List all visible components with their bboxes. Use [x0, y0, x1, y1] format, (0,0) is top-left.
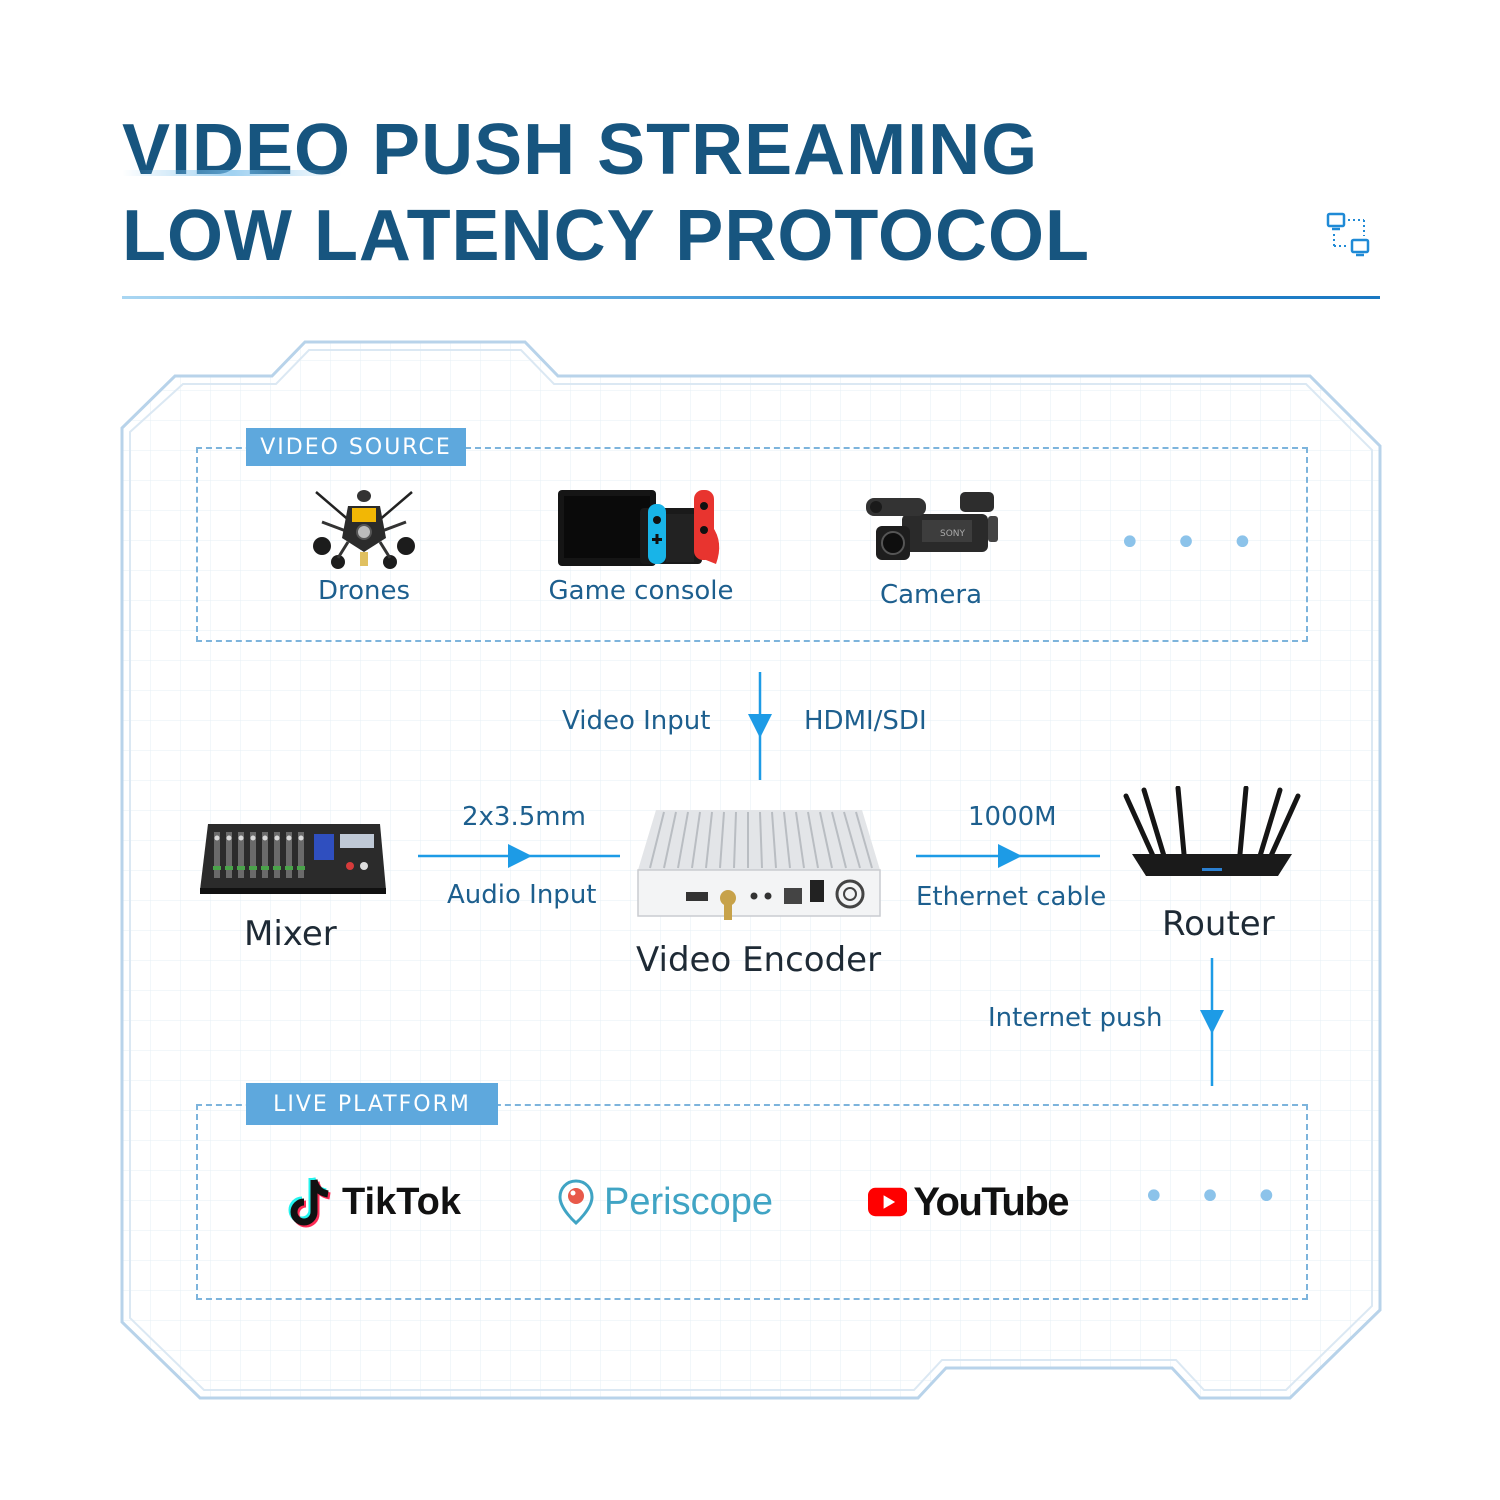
audio-input-label: Audio Input	[447, 880, 597, 910]
network-computers-icon	[1322, 210, 1374, 264]
audio-connector-label: 2x3.5mm	[462, 802, 586, 832]
camcorder-icon: SONY	[862, 486, 1002, 572]
tiktok-text: TikTok	[342, 1180, 461, 1223]
live-platform-box	[196, 1104, 1308, 1300]
title-line-2: LOW LATENCY PROTOCOL	[122, 196, 1090, 276]
youtube-logo: YouTube	[868, 1172, 1069, 1232]
video-input-arrow	[748, 672, 772, 780]
drones-label: Drones	[317, 576, 411, 606]
router-icon	[1118, 785, 1306, 882]
periscope-text: Periscope	[604, 1180, 773, 1223]
game-console-icon	[556, 486, 728, 568]
game-console-label: Game console	[548, 576, 734, 606]
camera-label: Camera	[879, 580, 983, 610]
tiktok-note-icon	[288, 1177, 331, 1228]
live-platform-tag: LIVE PLATFORM	[246, 1083, 498, 1125]
more-sources-indicator: • • •	[1118, 520, 1265, 566]
audio-input-arrow	[418, 844, 620, 868]
mixer-label: Mixer	[244, 914, 337, 954]
ethernet-arrow	[916, 844, 1100, 868]
internet-push-arrow	[1200, 958, 1224, 1086]
video-encoder-label: Video Encoder	[636, 940, 882, 980]
youtube-play-icon	[868, 1187, 908, 1217]
video-source-box	[196, 447, 1308, 642]
periscope-logo: Periscope	[558, 1172, 788, 1232]
video-input-label: Video Input	[562, 706, 711, 736]
more-platforms-indicator: • • •	[1142, 1174, 1289, 1220]
router-label: Router	[1162, 904, 1275, 944]
drone-icon	[308, 486, 420, 572]
internet-push-label: Internet push	[988, 1003, 1163, 1033]
title-underline-accent	[122, 170, 342, 176]
periscope-pin-icon	[558, 1179, 594, 1225]
header-divider	[122, 296, 1380, 299]
audio-mixer-icon	[198, 820, 388, 896]
hdmi-sdi-label: HDMI/SDI	[804, 706, 927, 736]
ethernet-speed-label: 1000M	[968, 802, 1057, 832]
svg-text:SONY: SONY	[940, 529, 966, 539]
video-encoder-icon	[636, 806, 882, 924]
ethernet-cable-label: Ethernet cable	[916, 882, 1107, 912]
video-source-tag: VIDEO SOURCE	[246, 428, 466, 466]
tiktok-logo: TikTok	[286, 1172, 476, 1232]
youtube-text: YouTube	[913, 1179, 1069, 1224]
